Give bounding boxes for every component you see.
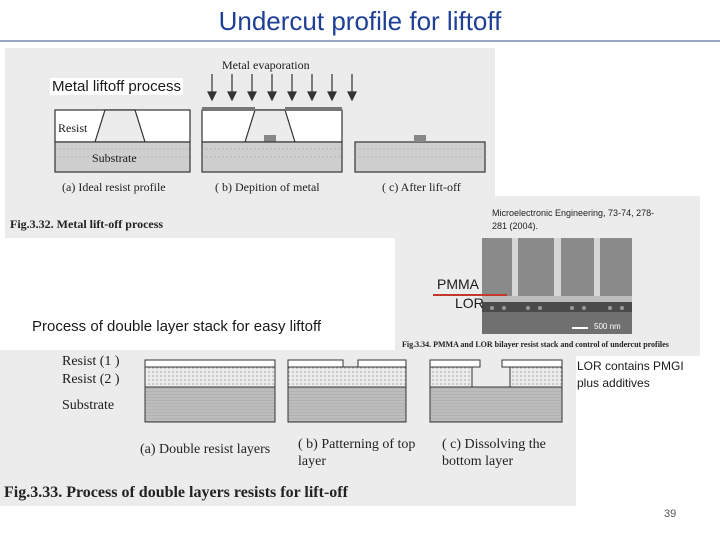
metal-liftoff-label: Metal liftoff process [50,78,183,95]
resist1-label: Resist (1 ) [62,354,120,369]
substrate-label: Substrate [92,151,137,165]
fig333-caption: Fig.3.33. Process of double layers resis… [4,484,348,501]
pmma-label: PMMA [437,276,479,292]
caption2-a: (a) Double resist layers [140,442,271,457]
caption-b: ( b) Depition of metal [215,180,320,194]
fig332-caption: Fig.3.32. Metal lift-off process [10,217,164,231]
lor-label: LOR [455,295,484,311]
substrate2-label: Substrate [62,398,115,413]
panel-c [354,135,486,173]
resist2-label: Resist (2 ) [62,372,120,387]
sem-image [482,238,632,334]
page-number: 39 [664,508,677,520]
double-layer-label: Process of double layer stack for easy l… [32,318,322,335]
reference-note: Microelectronic Engineering, 73-74, 278-… [492,208,655,231]
slide-title: Undercut profile for liftoff [218,6,502,36]
pmma-indicator-line [433,294,507,296]
scale-label: 500 nm [594,322,621,331]
lor-note: LOR contains PMGI plus additives [577,359,684,390]
liftoff-diagrams [54,107,486,173]
panel-b [201,107,343,173]
evaporation-arrows [207,74,357,102]
panel-a [54,109,191,173]
double-layer-diagrams [144,359,563,423]
evaporation-label: Metal evaporation [220,58,312,73]
fig334-caption: Fig.3.34. PMMA and LOR bilayer resist st… [402,340,669,349]
caption2-b: ( b) Patterning of top layer [298,437,416,469]
caption-c: ( c) After lift-off [382,180,461,194]
caption2-c: ( c) Dissolving the bottom layer [442,437,546,469]
title-divider [0,40,720,42]
caption-a: (a) Ideal resist profile [62,180,166,194]
resist-label: Resist [58,121,88,135]
